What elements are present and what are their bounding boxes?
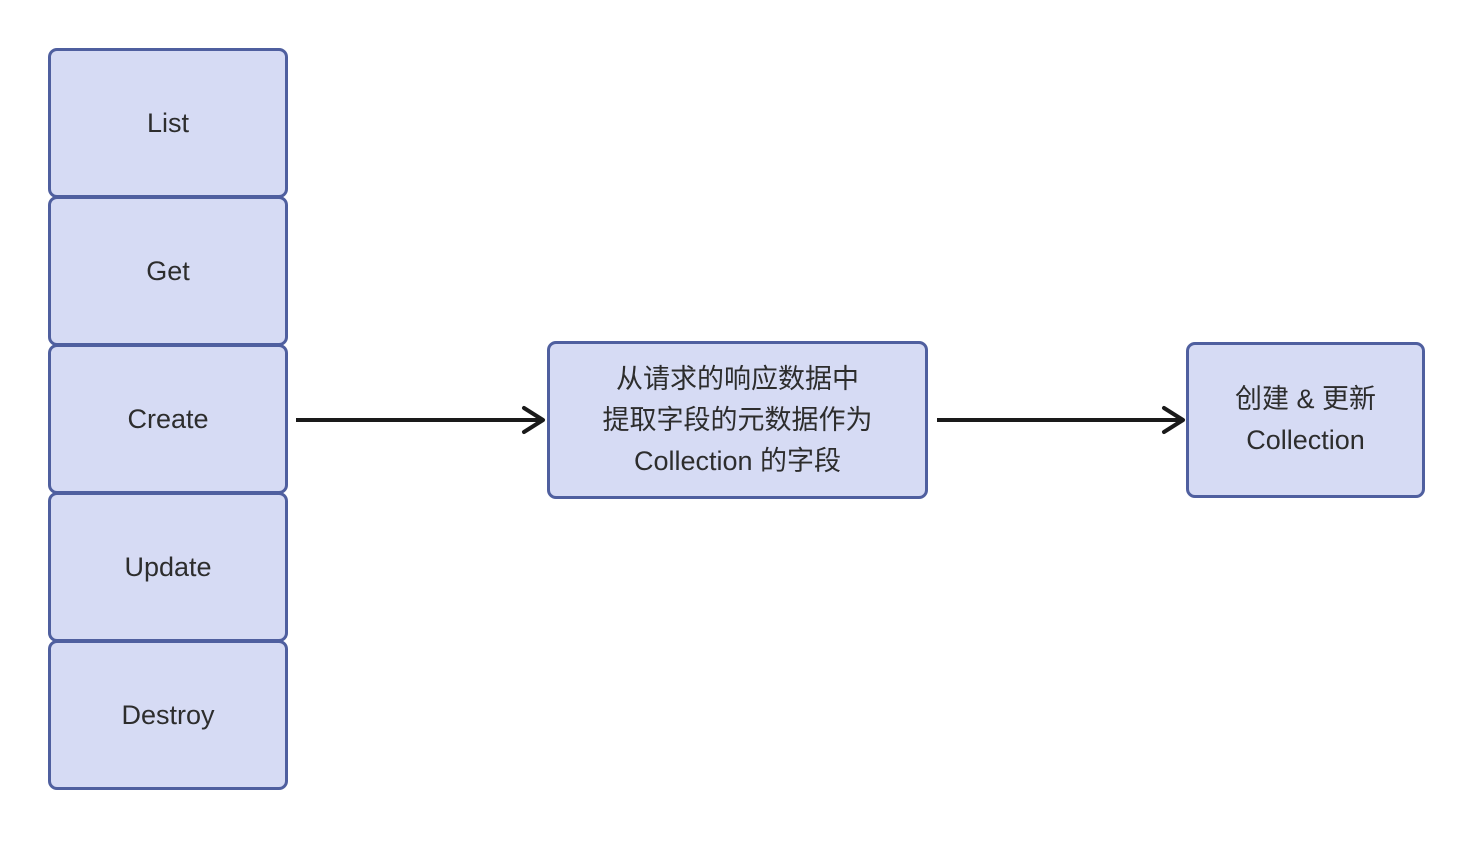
collection-line1: 创建 & 更新 [1234, 384, 1376, 414]
arrow-right-icon [296, 406, 545, 434]
arrow-right-icon [937, 406, 1185, 434]
node-list: List [48, 48, 288, 198]
node-create: Create [48, 344, 288, 494]
node-destroy: Destroy [48, 640, 288, 790]
node-create-label: Create [127, 403, 209, 434]
extract-fields-line1: 从请求的响应数据中 [616, 363, 859, 394]
node-update-label: Update [124, 551, 212, 582]
node-list-label: List [146, 107, 190, 138]
node-get: Get [48, 196, 288, 346]
extract-fields-line3: Collection 的字段 [633, 445, 842, 476]
collection-line2: Collection [1246, 425, 1365, 455]
extract-fields-line2: 提取字段的元数据作为 [602, 404, 873, 435]
node-destroy-label: Destroy [121, 699, 215, 730]
node-get-label: Get [146, 255, 190, 286]
node-update: Update [48, 492, 288, 642]
node-extract-fields: 从请求的响应数据中 提取字段的元数据作为 Collection 的字段 [547, 341, 928, 499]
node-create-update-collection: 创建 & 更新 Collection [1186, 342, 1425, 498]
